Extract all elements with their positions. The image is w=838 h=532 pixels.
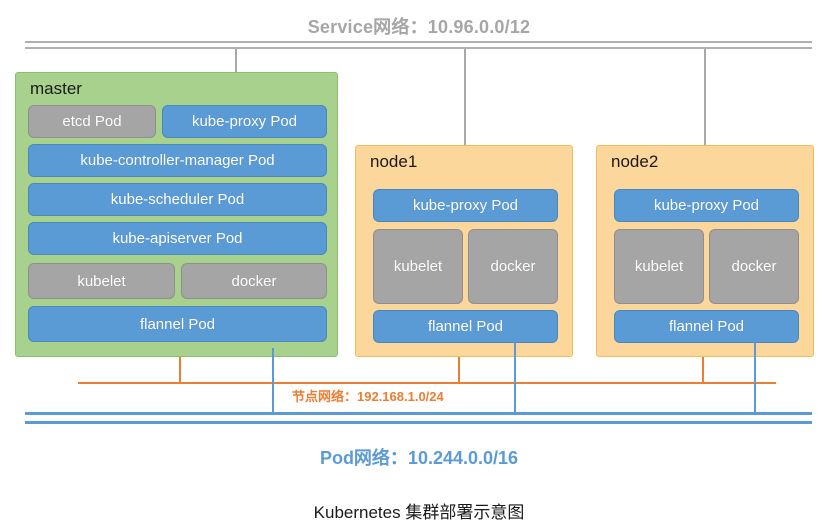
component-kube-proxy-pod[interactable]: kube-proxy Pod — [162, 105, 327, 138]
diagram-caption: Kubernetes 集群部署示意图 — [313, 503, 525, 522]
node-network-stub-master — [179, 357, 181, 383]
pod-network-drop-master — [272, 348, 274, 413]
component-flannel-pod[interactable]: flannel Pod — [614, 310, 799, 343]
host-node1[interactable]: node1 kube-proxy Pod kubelet docker flan… — [355, 145, 573, 357]
component-kube-apiserver-pod[interactable]: kube-apiserver Pod — [28, 222, 327, 255]
service-drop-line-node1 — [464, 49, 466, 189]
component-kubelet[interactable]: kubelet — [614, 229, 704, 304]
pod-network-bus — [25, 412, 812, 424]
component-kubelet[interactable]: kubelet — [373, 229, 463, 304]
component-docker[interactable]: docker — [181, 263, 327, 299]
service-network-label: Service网络：10.96.0.0/12 — [307, 17, 531, 37]
service-drop-line-node2 — [704, 49, 706, 189]
component-kube-proxy-pod[interactable]: kube-proxy Pod — [614, 189, 799, 222]
component-flannel-pod[interactable]: flannel Pod — [373, 310, 558, 343]
component-kube-controller-manager-pod[interactable]: kube-controller-manager Pod — [28, 144, 327, 177]
component-etcd-pod[interactable]: etcd Pod — [28, 105, 156, 138]
node-network-stub-node1 — [458, 357, 460, 383]
component-kube-scheduler-pod[interactable]: kube-scheduler Pod — [28, 183, 327, 216]
component-kubelet[interactable]: kubelet — [28, 263, 175, 299]
component-docker[interactable]: docker — [468, 229, 558, 304]
node-network-label: 节点网络：192.168.1.0/24 — [292, 389, 444, 404]
component-kube-proxy-pod[interactable]: kube-proxy Pod — [373, 189, 558, 222]
component-docker[interactable]: docker — [709, 229, 799, 304]
pod-network-drop-node2 — [754, 340, 756, 413]
service-network-bus — [25, 41, 812, 49]
pod-network-label: Pod网络：10.244.0.0/16 — [319, 448, 519, 468]
host-title-node2: node2 — [611, 152, 659, 171]
host-node2[interactable]: node2 kube-proxy Pod kubelet docker flan… — [596, 145, 814, 357]
node-network-bus — [78, 382, 776, 384]
host-title-node1: node1 — [370, 152, 418, 171]
host-master[interactable]: master etcd Pod kube-proxy Pod kube-cont… — [15, 72, 338, 357]
host-title-master: master — [30, 79, 82, 98]
node-network-stub-node2 — [702, 357, 704, 383]
pod-network-drop-node1 — [514, 340, 516, 413]
component-flannel-pod[interactable]: flannel Pod — [28, 306, 327, 342]
